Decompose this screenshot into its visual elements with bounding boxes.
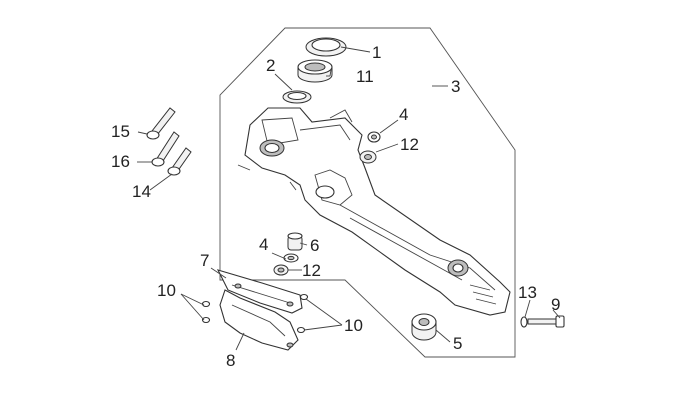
callout-6: 6: [310, 236, 319, 255]
guard-plate-part-7: [216, 269, 303, 314]
callout-5: 5: [453, 334, 462, 353]
leader-lines: [137, 46, 561, 351]
callout-10-left: 10: [157, 281, 176, 300]
bushing-part-6: [287, 232, 303, 251]
screw-part-10-left-b: [201, 316, 211, 324]
callout-15: 15: [111, 122, 130, 141]
callout-16: 16: [111, 152, 130, 171]
callout-1: 1: [372, 43, 381, 62]
seal-ring-part-2: [282, 90, 312, 104]
washer-part-13: [520, 316, 528, 328]
screw-part-10-right-b: [296, 326, 306, 334]
washer-part-4-upper: [367, 131, 381, 143]
callout-8: 8: [226, 351, 235, 370]
callout-2: 2: [266, 56, 275, 75]
washer-part-4-lower: [283, 253, 299, 263]
callout-3: 3: [451, 77, 460, 96]
callout-12-lower: 12: [302, 261, 321, 280]
cover-part-8: [219, 289, 299, 351]
bushing-part-12-lower: [273, 264, 289, 276]
bearing-part-11: [297, 59, 333, 83]
callout-10-right: 10: [344, 316, 363, 335]
bolt-part-14: [167, 147, 192, 176]
bushing-part-12-upper: [359, 150, 377, 164]
callout-7: 7: [200, 251, 209, 270]
callout-14: 14: [132, 182, 151, 201]
assembly-outline: [219, 27, 516, 358]
screw-part-10-right-a: [299, 293, 309, 301]
callout-13: 13: [518, 283, 537, 302]
bolt-part-16: [151, 131, 180, 167]
bearing-part-5: [411, 313, 437, 341]
bolt-part-9: [527, 315, 565, 328]
bolt-part-15: [146, 107, 176, 140]
callout-11: 11: [356, 67, 374, 86]
swing-arm-body: [237, 107, 511, 316]
seal-ring-part-1: [305, 37, 347, 57]
callout-9: 9: [551, 295, 560, 314]
callout-12-upper: 12: [400, 135, 419, 154]
callout-4-upper: 4: [399, 105, 408, 124]
screw-part-10-left-a: [201, 300, 211, 308]
callout-4-lower: 4: [259, 235, 268, 254]
